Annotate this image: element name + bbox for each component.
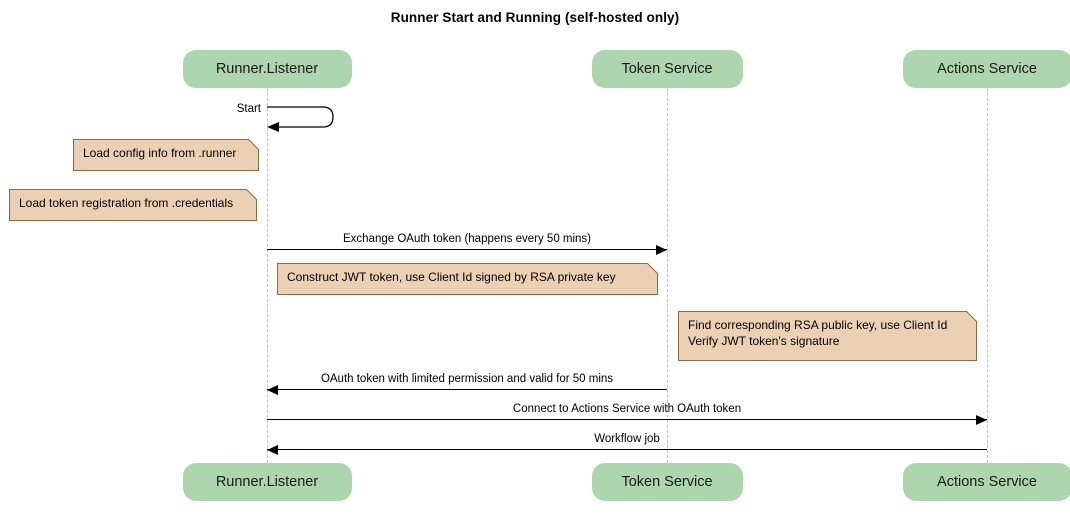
page-title: Runner Start and Running (self-hosted on… bbox=[390, 10, 680, 25]
message-label-connect-to-actions-service: Connect to Actions Service with OAuth to… bbox=[512, 403, 742, 415]
message-line-workflow-job bbox=[267, 449, 987, 450]
note-fold-edge bbox=[646, 263, 658, 275]
arrowhead-oauth-token-response bbox=[267, 385, 278, 395]
message-label-start: Start bbox=[236, 103, 261, 115]
note-text-verify-jwt-token: Find corresponding RSA public key, use C… bbox=[688, 318, 948, 348]
message-label-workflow-job: Workflow job bbox=[594, 433, 660, 445]
message-line-oauth-token-response bbox=[267, 389, 667, 390]
note-fold-edge bbox=[965, 311, 977, 323]
participant-header-token[interactable]: Token Service bbox=[591, 50, 743, 88]
message-label-oauth-token-response: OAuth token with limited permission and … bbox=[320, 373, 614, 385]
note-load-token-registration: Load token registration from .credential… bbox=[9, 189, 257, 221]
participant-footer-runner[interactable]: Runner.Listener bbox=[182, 463, 352, 501]
lifeline-actions bbox=[987, 88, 988, 463]
message-line-connect-to-actions-service bbox=[267, 419, 987, 420]
participant-header-runner[interactable]: Runner.Listener bbox=[182, 50, 352, 88]
note-fold-edge bbox=[245, 189, 257, 201]
message-label-exchange-oauth-token: Exchange OAuth token (happens every 50 m… bbox=[342, 233, 592, 245]
note-fold-edge bbox=[247, 139, 259, 151]
lifeline-runner bbox=[267, 88, 268, 463]
note-load-config-info: Load config info from .runner bbox=[73, 139, 259, 171]
participant-footer-token[interactable]: Token Service bbox=[591, 463, 743, 501]
participant-header-actions[interactable]: Actions Service bbox=[902, 50, 1070, 88]
note-verify-jwt-token: Find corresponding RSA public key, use C… bbox=[678, 311, 977, 361]
note-text-construct-jwt-token: Construct JWT token, use Client Id signe… bbox=[287, 270, 616, 284]
note-text-load-config-info: Load config info from .runner bbox=[83, 146, 237, 160]
arrowhead-workflow-job bbox=[267, 445, 278, 455]
arrowhead-connect-to-actions-service bbox=[976, 415, 987, 425]
note-text-load-token-registration: Load token registration from .credential… bbox=[19, 196, 234, 210]
message-line-exchange-oauth-token bbox=[267, 249, 667, 250]
participant-footer-actions[interactable]: Actions Service bbox=[902, 463, 1070, 501]
lifeline-token bbox=[667, 88, 668, 463]
arrowhead-exchange-oauth-token bbox=[656, 245, 667, 255]
self-message-path-start bbox=[267, 106, 334, 132]
note-construct-jwt-token: Construct JWT token, use Client Id signe… bbox=[277, 263, 658, 295]
